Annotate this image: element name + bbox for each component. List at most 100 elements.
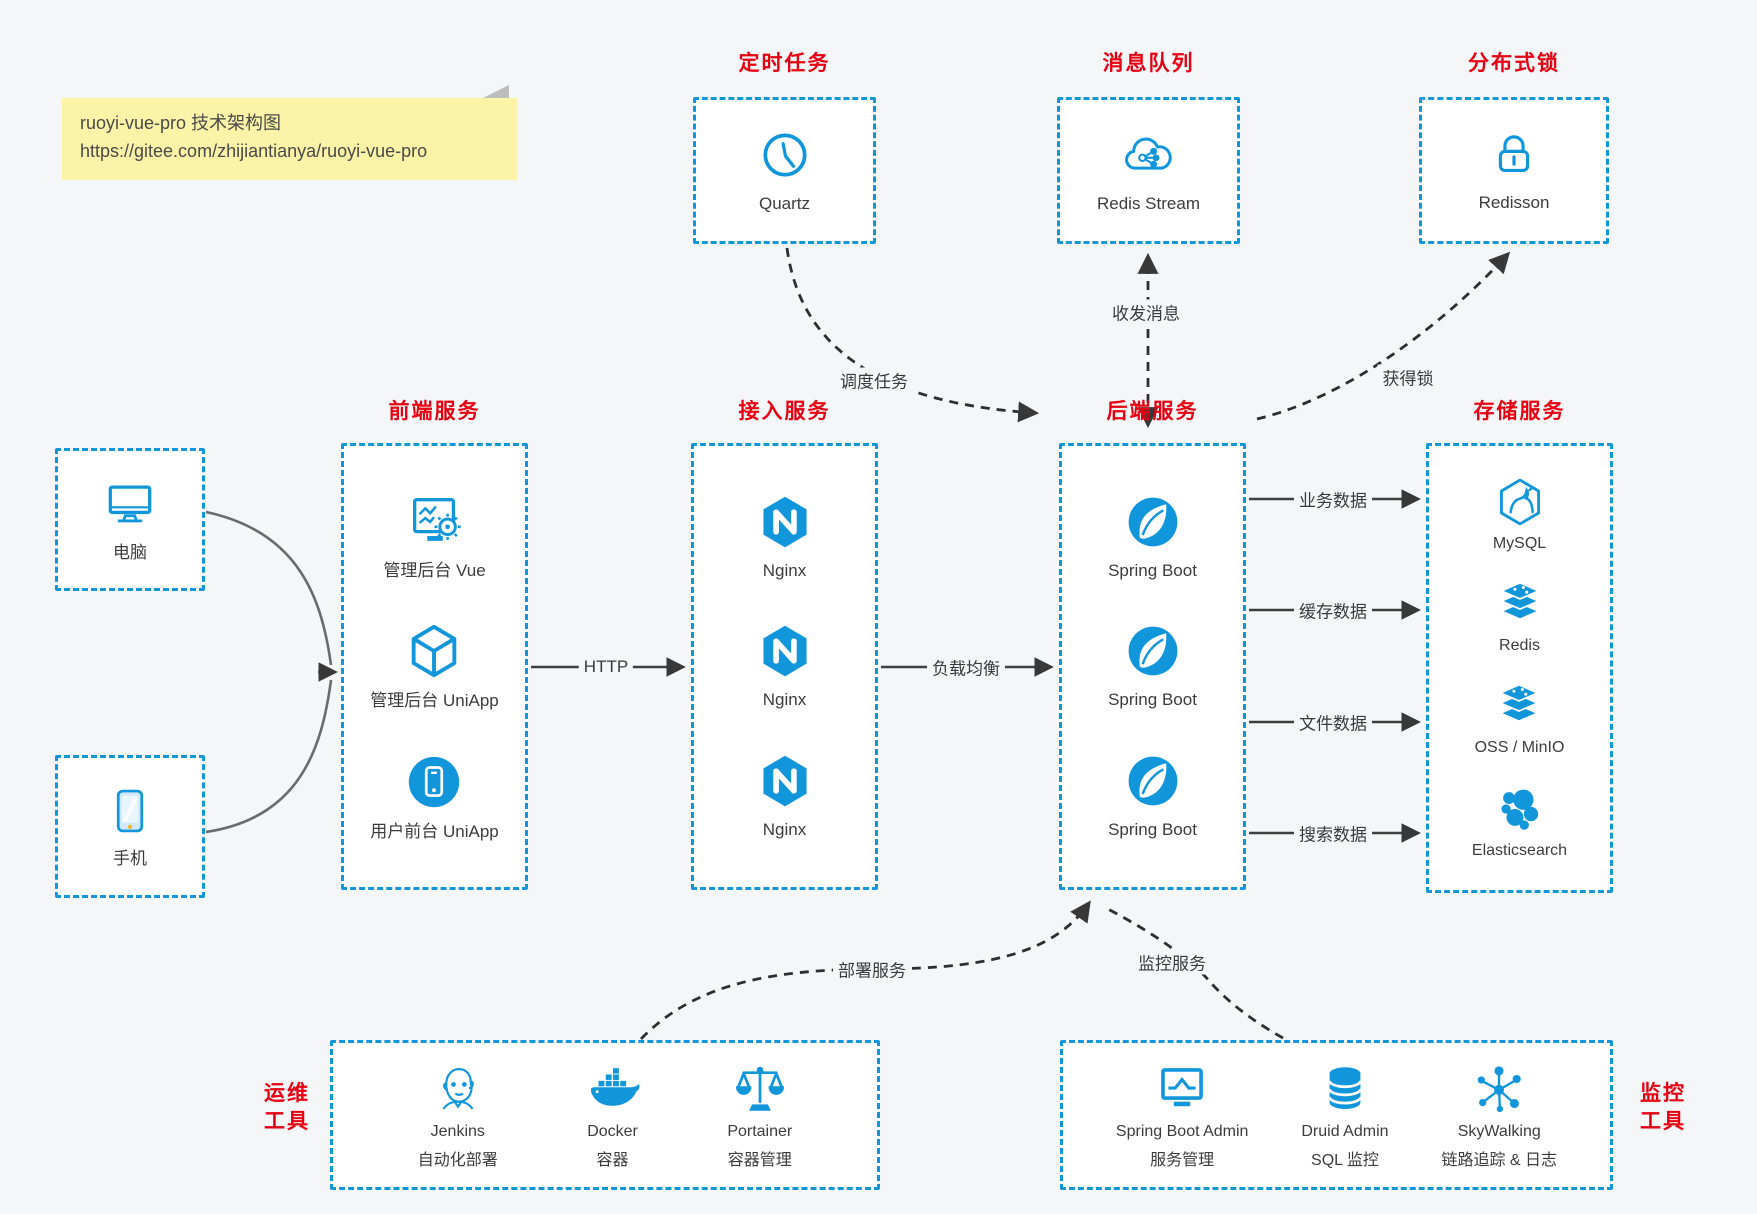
nginx-icon <box>762 755 807 807</box>
item-label: 手机 <box>113 849 147 869</box>
item-label: Nginx <box>762 820 807 840</box>
monitoring-item-druid: Druid Admin SQL 监控 <box>1301 1060 1389 1171</box>
note-title: ruoyi-vue-pro 技术架构图 <box>80 113 282 133</box>
phone-icon <box>116 790 144 833</box>
title-ops: 运维 工具 <box>264 1082 310 1134</box>
item-label: Docker <box>587 1122 638 1140</box>
item-label: Druid Admin <box>1301 1122 1389 1140</box>
client-phone-box: 手机 <box>55 755 205 898</box>
item-label: OSS / MinIO <box>1474 739 1565 757</box>
item-label: Spring Boot <box>1108 690 1197 710</box>
elasticsearch-icon <box>1500 789 1538 830</box>
uniapp-cube-icon <box>412 625 457 678</box>
item-sub-label: 容器 <box>596 1152 629 1170</box>
item-label: Elasticsearch <box>1471 841 1568 859</box>
frontend-item-user-uniapp: 用户前台 UniApp <box>370 751 499 843</box>
backend-item-springboot-2: Spring Boot <box>1108 621 1197 711</box>
item-label: Spring Boot <box>1108 820 1197 840</box>
ops-item-portainer: Portainer 容器管理 <box>727 1060 792 1171</box>
edge-label-search-data: 搜索数据 <box>1294 820 1372 846</box>
item-label: Nginx <box>762 690 807 710</box>
backend-item-springboot-3: Spring Boot <box>1108 751 1197 841</box>
item-label: Redis Stream <box>1097 194 1200 214</box>
ops-tools-group: Jenkins 自动化部署 Docker 容器 <box>330 1040 880 1190</box>
storage-service-group: MySQL Redis OSS / MinIO <box>1426 443 1613 893</box>
title-storage: 存储服务 <box>1473 400 1566 423</box>
redis-icon <box>1498 581 1541 621</box>
scheduler-item-quartz: Quartz <box>755 125 815 215</box>
client-phone: 手机 <box>101 782 159 870</box>
monitoring-item-sba: Spring Boot Admin 服务管理 <box>1116 1060 1248 1171</box>
item-label: 电脑 <box>113 543 147 563</box>
oss-minio-icon <box>1498 684 1541 723</box>
backend-item-springboot-1: Spring Boot <box>1108 492 1197 582</box>
access-service-group: Nginx Nginx Nginx <box>691 443 878 890</box>
title-lock: 分布式锁 <box>1468 52 1560 75</box>
edge-label-file-data: 文件数据 <box>1294 709 1372 735</box>
scheduler-group: Quartz <box>693 97 876 244</box>
item-label: 管理后台 Vue <box>383 561 486 581</box>
mysql-icon <box>1499 478 1540 525</box>
edge-label-load-balance: 负载均衡 <box>927 654 1005 680</box>
item-sub-label: 链路追踪 & 日志 <box>1441 1152 1558 1170</box>
mq-item-redis-stream: Redis Stream <box>1097 125 1200 215</box>
lock-group: Redisson <box>1419 97 1609 244</box>
cloud-stream-icon <box>1125 138 1173 171</box>
nginx-icon <box>762 626 807 677</box>
access-item-nginx-2: Nginx <box>755 621 815 711</box>
lock-item-redisson: Redisson <box>1479 126 1549 214</box>
edge-label-send-receive-message: 收发消息 <box>1107 299 1185 325</box>
edge-label-http: HTTP <box>578 657 634 677</box>
item-label: 用户前台 UniApp <box>370 821 499 841</box>
storage-item-oss-minio: OSS / MinIO <box>1474 679 1565 759</box>
client-pc: 电脑 <box>99 474 161 564</box>
item-sub-label: 服务管理 <box>1150 1152 1215 1170</box>
monitoring-item-skywalking: SkyWalking 链路追踪 & 日志 <box>1441 1060 1557 1171</box>
item-sub-label: 自动化部署 <box>417 1152 498 1170</box>
admin-vue-icon <box>412 498 461 542</box>
item-label: Jenkins <box>430 1122 485 1140</box>
storage-item-redis: Redis <box>1493 577 1547 657</box>
portainer-icon <box>735 1066 784 1111</box>
ops-item-docker: Docker 容器 <box>583 1060 643 1171</box>
item-label: Redis <box>1499 636 1540 654</box>
item-label: Portainer <box>727 1122 793 1140</box>
ops-item-jenkins: Jenkins 自动化部署 <box>418 1060 498 1171</box>
item-sub-label: SQL 监控 <box>1311 1152 1379 1170</box>
title-access: 接入服务 <box>738 400 831 423</box>
spring-boot-icon <box>1128 756 1177 806</box>
title-mq: 消息队列 <box>1102 52 1195 75</box>
edge-label-schedule-task: 调度任务 <box>835 367 913 393</box>
monitoring-tools-group: Spring Boot Admin 服务管理 Druid Admin SQL 监… <box>1060 1040 1613 1190</box>
item-sub-label: 容器管理 <box>727 1152 792 1170</box>
title-frontend: 前端服务 <box>388 400 481 423</box>
title-scheduler: 定时任务 <box>738 52 831 75</box>
note-url: https://gitee.com/zhijiantianya/ruoyi-vu… <box>80 140 428 161</box>
nginx-icon <box>762 496 807 547</box>
item-label: SkyWalking <box>1457 1122 1541 1140</box>
access-item-nginx-1: Nginx <box>755 492 815 582</box>
edge-pc-to-frontend <box>205 510 333 666</box>
edge-label-acquire-lock: 获得锁 <box>1377 364 1439 390</box>
docker-icon <box>590 1067 639 1106</box>
jenkins-icon <box>442 1067 474 1110</box>
skywalking-icon <box>1477 1065 1521 1112</box>
backend-service-group: Spring Boot Spring Boot Spring Boot <box>1059 443 1246 890</box>
edge-label-monitor-service: 监控服务 <box>1133 949 1211 975</box>
frontend-item-admin-vue: 管理后台 Vue <box>383 490 486 582</box>
edge-label-cache-data: 缓存数据 <box>1294 597 1372 623</box>
item-label: 管理后台 UniApp <box>370 691 499 711</box>
mq-group: Redis Stream <box>1057 97 1240 244</box>
item-label: Nginx <box>762 560 807 580</box>
user-app-icon <box>409 756 460 807</box>
sticky-note: ruoyi-vue-pro 技术架构图 https://gitee.com/zh… <box>62 85 517 180</box>
edge-label-deploy-service: 部署服务 <box>833 956 911 982</box>
edge-acquire-lock <box>1256 251 1511 421</box>
item-label: Quartz <box>758 194 811 214</box>
frontend-service-group: 管理后台 Vue 管理后台 UniApp 用户前台 UniApp <box>341 443 528 890</box>
lock-icon <box>1498 135 1530 173</box>
spring-boot-admin-icon <box>1161 1067 1204 1106</box>
druid-icon <box>1328 1066 1362 1109</box>
edge-phone-to-frontend <box>205 679 333 834</box>
